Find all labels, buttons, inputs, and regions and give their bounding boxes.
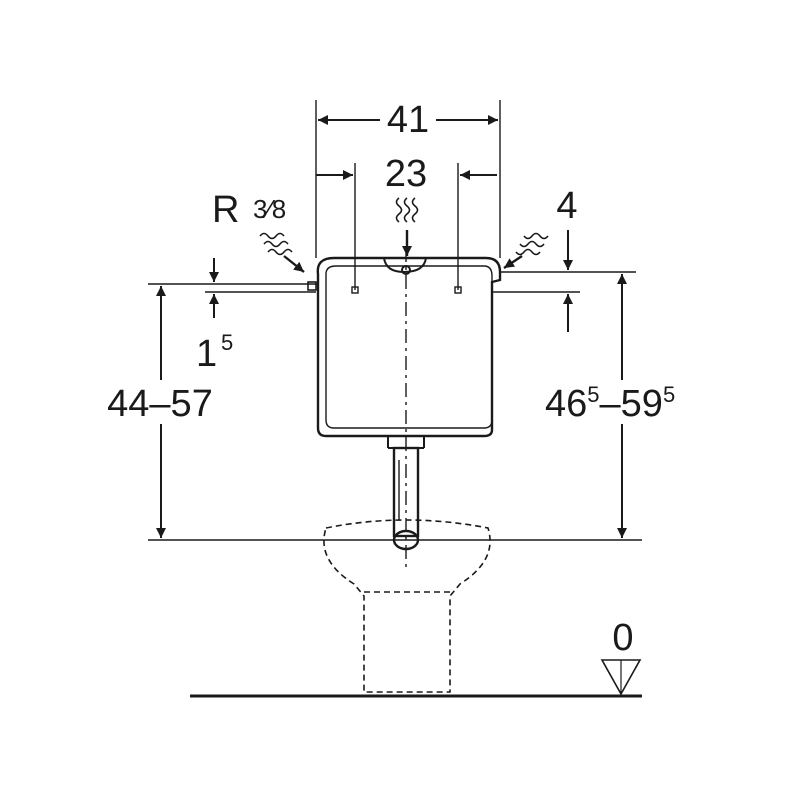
dim-label-41: 41 [387,99,429,141]
thread-label-prefix: R [212,189,239,231]
water-inlet-top-icon [395,197,419,256]
dim-label-44-57: 44–57 [107,383,213,425]
dim-label-1-5-sup: 5 [221,330,233,355]
dim-label-46-59: 465–595 [545,382,675,425]
cistern-tank [307,256,502,438]
dim-label-4: 4 [556,185,577,227]
dim-label-dash: – [600,383,622,425]
water-inlet-right-icon [503,232,549,269]
thread-label-size: 3⁄8 [253,194,286,224]
toilet-bowl-outline [323,519,491,693]
floor-level-label: 0 [612,617,633,659]
dim-label-46: 46 [545,383,587,425]
dim-label-46-sup: 5 [587,382,599,407]
water-inlet-left-icon [259,232,305,273]
dim-label-23: 23 [385,153,427,195]
extension-lines [148,100,642,541]
dim-label-1-5-main: 1 [196,333,217,375]
dim-label-59: 59 [621,383,663,425]
dim-label-59-sup: 5 [663,382,675,407]
